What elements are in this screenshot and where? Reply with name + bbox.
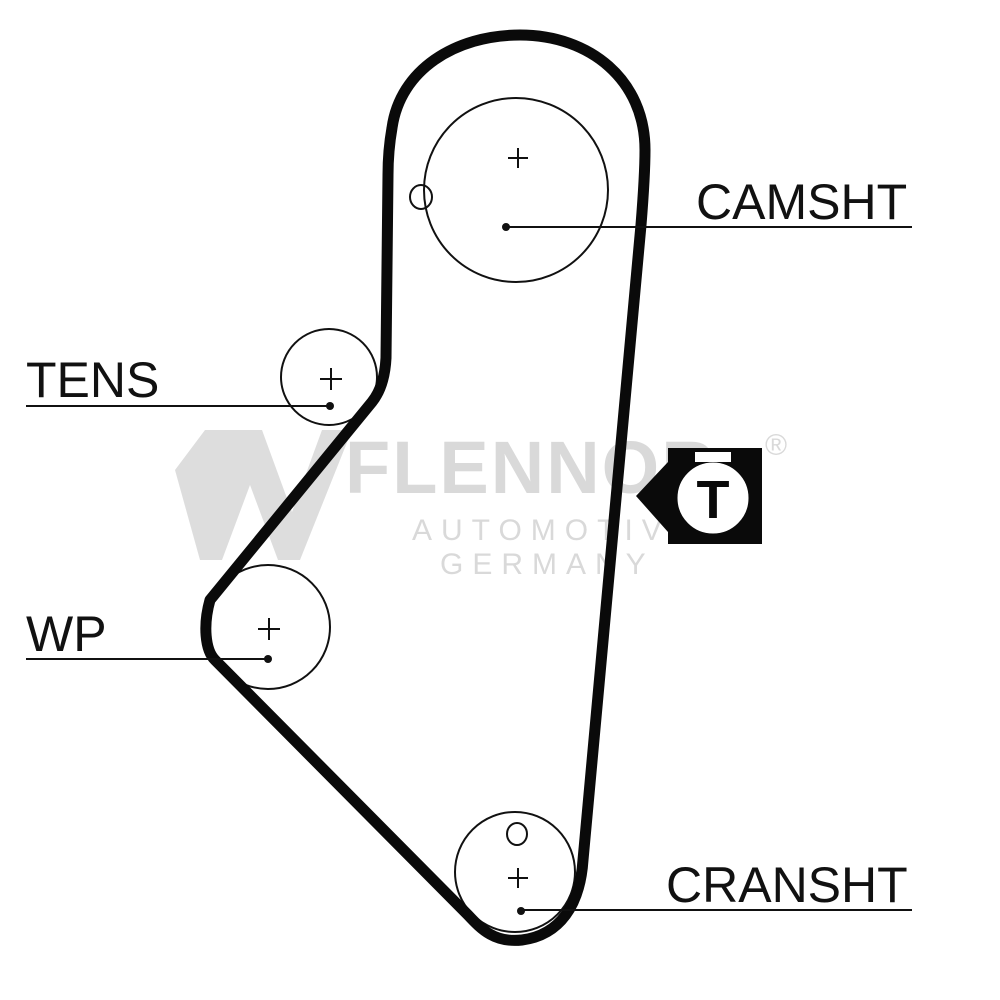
tensioner-center-dot: [326, 402, 334, 410]
water-pump-center-dot: [264, 655, 272, 663]
crankshaft-center-dot: [517, 907, 525, 915]
camshaft-pulley: [423, 97, 609, 283]
water-pump-center-cross: [258, 618, 280, 640]
camshaft-center-dot: [502, 223, 510, 231]
crankshaft-label: CRANSHT: [666, 857, 908, 913]
camshaft-label: CAMSHT: [696, 174, 907, 230]
camshaft-timing-mark: [409, 184, 433, 210]
watermark-logo-mark: [175, 430, 352, 560]
tool-badge-letter: T: [697, 470, 730, 530]
tensioner-center-cross: [320, 368, 342, 390]
watermark-line1: AUTOMOTIVE: [412, 514, 700, 547]
crankshaft-timing-mark: [506, 822, 528, 846]
watermark-line2: GERMANY: [440, 548, 655, 581]
timing-belt: [200, 29, 651, 946]
watermark-registered: ®: [765, 429, 787, 462]
crankshaft-center-cross: [508, 868, 528, 888]
crankshaft-pulley: [454, 811, 576, 933]
tensioning-tool-icon: T: [636, 448, 762, 544]
tensioner-pulley: [280, 328, 378, 426]
water-pump-label: WP: [26, 606, 107, 662]
tensioner-label: TENS: [26, 352, 159, 408]
camshaft-center-cross: [508, 148, 528, 168]
